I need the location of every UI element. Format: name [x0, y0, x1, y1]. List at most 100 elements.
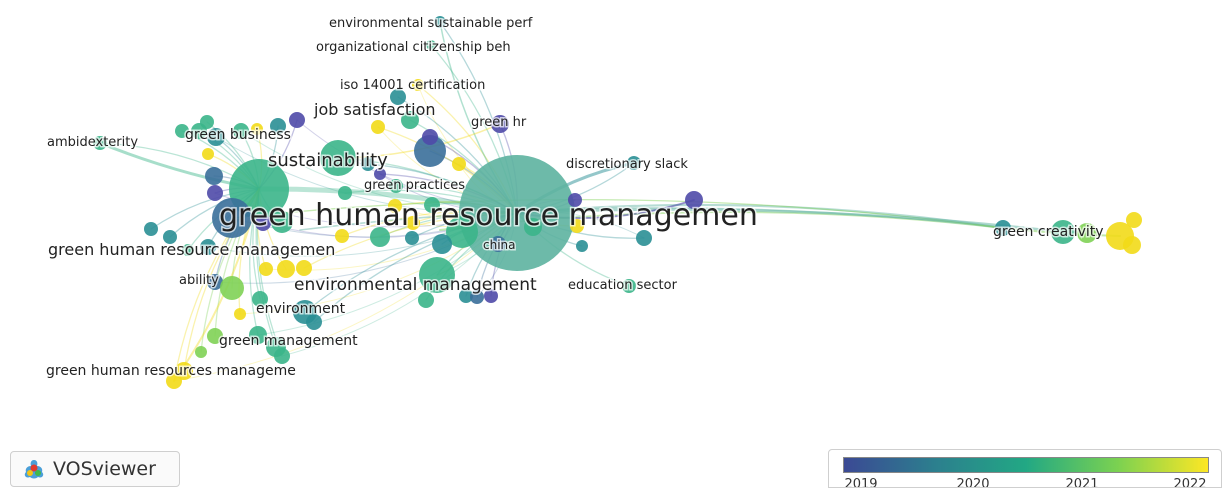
node-gb-7[interactable]: [270, 118, 286, 134]
node-env-1[interactable]: [252, 291, 268, 307]
node-gb-9[interactable]: [202, 148, 214, 160]
node-right-4[interactable]: [685, 191, 703, 209]
label-job-satisfaction[interactable]: job satisfaction: [312, 99, 438, 121]
node-sustainability[interactable]: [320, 140, 356, 176]
node-ability[interactable]: [207, 274, 223, 290]
node-gm-5[interactable]: [195, 346, 207, 358]
network-map[interactable]: environmental sustainable perf organizat…: [0, 0, 1229, 440]
node-left-7[interactable]: [271, 211, 293, 233]
label-green-hr[interactable]: green hr: [470, 114, 529, 132]
node-gb-2[interactable]: [207, 128, 225, 146]
node-ability-green[interactable]: [220, 276, 244, 300]
node-env-2[interactable]: [234, 308, 246, 320]
node-em-1[interactable]: [418, 292, 434, 308]
node-yellow-2[interactable]: [452, 157, 466, 171]
node-mid-4[interactable]: [389, 179, 403, 193]
scale-tick-2020: 2020: [956, 477, 990, 488]
node-green-practice-top[interactable]: [401, 111, 419, 129]
node-left-5[interactable]: [200, 239, 216, 255]
node-gc-1[interactable]: [995, 220, 1011, 236]
node-gb-3[interactable]: [191, 123, 207, 139]
node-left-1[interactable]: [205, 167, 223, 185]
node-china[interactable]: [490, 236, 506, 252]
node-mid-10[interactable]: [335, 229, 349, 243]
node-left-4[interactable]: [163, 230, 177, 244]
node-env-4[interactable]: [306, 314, 322, 330]
vosviewer-logo: VOSviewer: [10, 451, 180, 487]
label-organizational-citizenship[interactable]: organizational citizenship beh: [315, 39, 513, 57]
node-purple-1[interactable]: [422, 129, 438, 145]
node-iso[interactable]: [412, 79, 424, 91]
node-em-3[interactable]: [470, 290, 484, 304]
label-iso-14001-certification[interactable]: iso 14001 certification: [339, 77, 487, 95]
node-ghrm3-2[interactable]: [166, 373, 182, 389]
label-green-hrm-left[interactable]: green human resource managemen: [47, 239, 337, 261]
node-mid-3[interactable]: [374, 168, 386, 180]
label-green-hrm-plural[interactable]: green human resources manageme: [45, 362, 298, 381]
node-left-6[interactable]: [182, 244, 194, 256]
node-mid-9[interactable]: [406, 216, 420, 230]
label-environment[interactable]: environment: [255, 300, 348, 319]
node-mid-7[interactable]: [370, 227, 390, 247]
node-right-6[interactable]: [576, 240, 588, 252]
node-yellow-row-3[interactable]: [296, 260, 312, 276]
label-green-creativity[interactable]: green creativity: [992, 223, 1106, 242]
node-gm-4[interactable]: [274, 348, 290, 364]
label-sustainability[interactable]: sustainability: [267, 149, 390, 173]
node-gc-5[interactable]: [1126, 212, 1142, 228]
node-labels: environmental sustainable perf organizat…: [45, 15, 1106, 381]
node-right-1[interactable]: [524, 218, 542, 236]
label-environmental-management[interactable]: environmental management: [293, 274, 539, 297]
label-green-business[interactable]: green business: [184, 126, 293, 145]
node-em-4[interactable]: [484, 289, 498, 303]
node-yellow-row-2[interactable]: [277, 260, 295, 278]
link-line: [515, 208, 1065, 234]
label-education-sector[interactable]: education sector: [567, 277, 680, 295]
node-green-hrm-main[interactable]: [459, 155, 575, 271]
node-yellow-1[interactable]: [371, 120, 385, 134]
node-right-3[interactable]: [568, 193, 582, 207]
node-mid-11[interactable]: [432, 234, 452, 254]
node-ghrm-blue[interactable]: [212, 198, 252, 238]
label-environmental-sustainable-perf[interactable]: environmental sustainable perf: [328, 15, 535, 33]
node-gc-3[interactable]: [1077, 223, 1097, 243]
node-gb-5[interactable]: [233, 123, 249, 139]
node-gb-4[interactable]: [175, 124, 189, 138]
node-mid-2[interactable]: [361, 157, 375, 171]
label-discretionary-slack[interactable]: discretionary slack: [565, 156, 690, 174]
node-right-2[interactable]: [570, 219, 584, 233]
label-green-practices[interactable]: green practices: [363, 177, 467, 195]
label-ability[interactable]: ability: [178, 272, 221, 290]
node-blue-cluster[interactable]: [414, 135, 446, 167]
node-gc-6[interactable]: [1123, 236, 1141, 254]
node-org-citizenship[interactable]: [426, 40, 436, 50]
node-left-2[interactable]: [207, 185, 223, 201]
node-right-5[interactable]: [636, 230, 652, 246]
node-education[interactable]: [622, 279, 636, 293]
node-gm-2[interactable]: [207, 328, 223, 344]
node-discretionary[interactable]: [627, 156, 641, 170]
node-env-management[interactable]: [419, 257, 455, 293]
node-em-2[interactable]: [459, 289, 473, 303]
node-mid-8[interactable]: [405, 231, 419, 245]
label-green-management[interactable]: green management: [218, 332, 360, 351]
node-mid-6[interactable]: [388, 199, 402, 213]
node-mid-1[interactable]: [338, 186, 352, 200]
node-env-sustainable[interactable]: [434, 16, 446, 28]
node-green-hr[interactable]: [491, 115, 509, 133]
label-china[interactable]: china: [482, 237, 518, 254]
node-gb-8[interactable]: [289, 112, 305, 128]
color-scale-bar: [843, 457, 1209, 473]
node-ambidexterity[interactable]: [93, 136, 107, 150]
node-job-sat[interactable]: [390, 89, 406, 105]
label-ambidexterity[interactable]: ambidexterity: [46, 134, 140, 152]
node-yellow-row-1[interactable]: [259, 262, 273, 276]
node-mid-5[interactable]: [424, 197, 440, 213]
node-left-3[interactable]: [144, 222, 158, 236]
node-green-mid[interactable]: [446, 216, 478, 248]
label-green-hrm-main[interactable]: green human resource managemen: [218, 197, 760, 235]
node-gm-1[interactable]: [249, 326, 267, 344]
node-gb-6[interactable]: [251, 123, 263, 135]
node-gc-2[interactable]: [1051, 220, 1075, 244]
node-left-8[interactable]: [255, 215, 271, 231]
